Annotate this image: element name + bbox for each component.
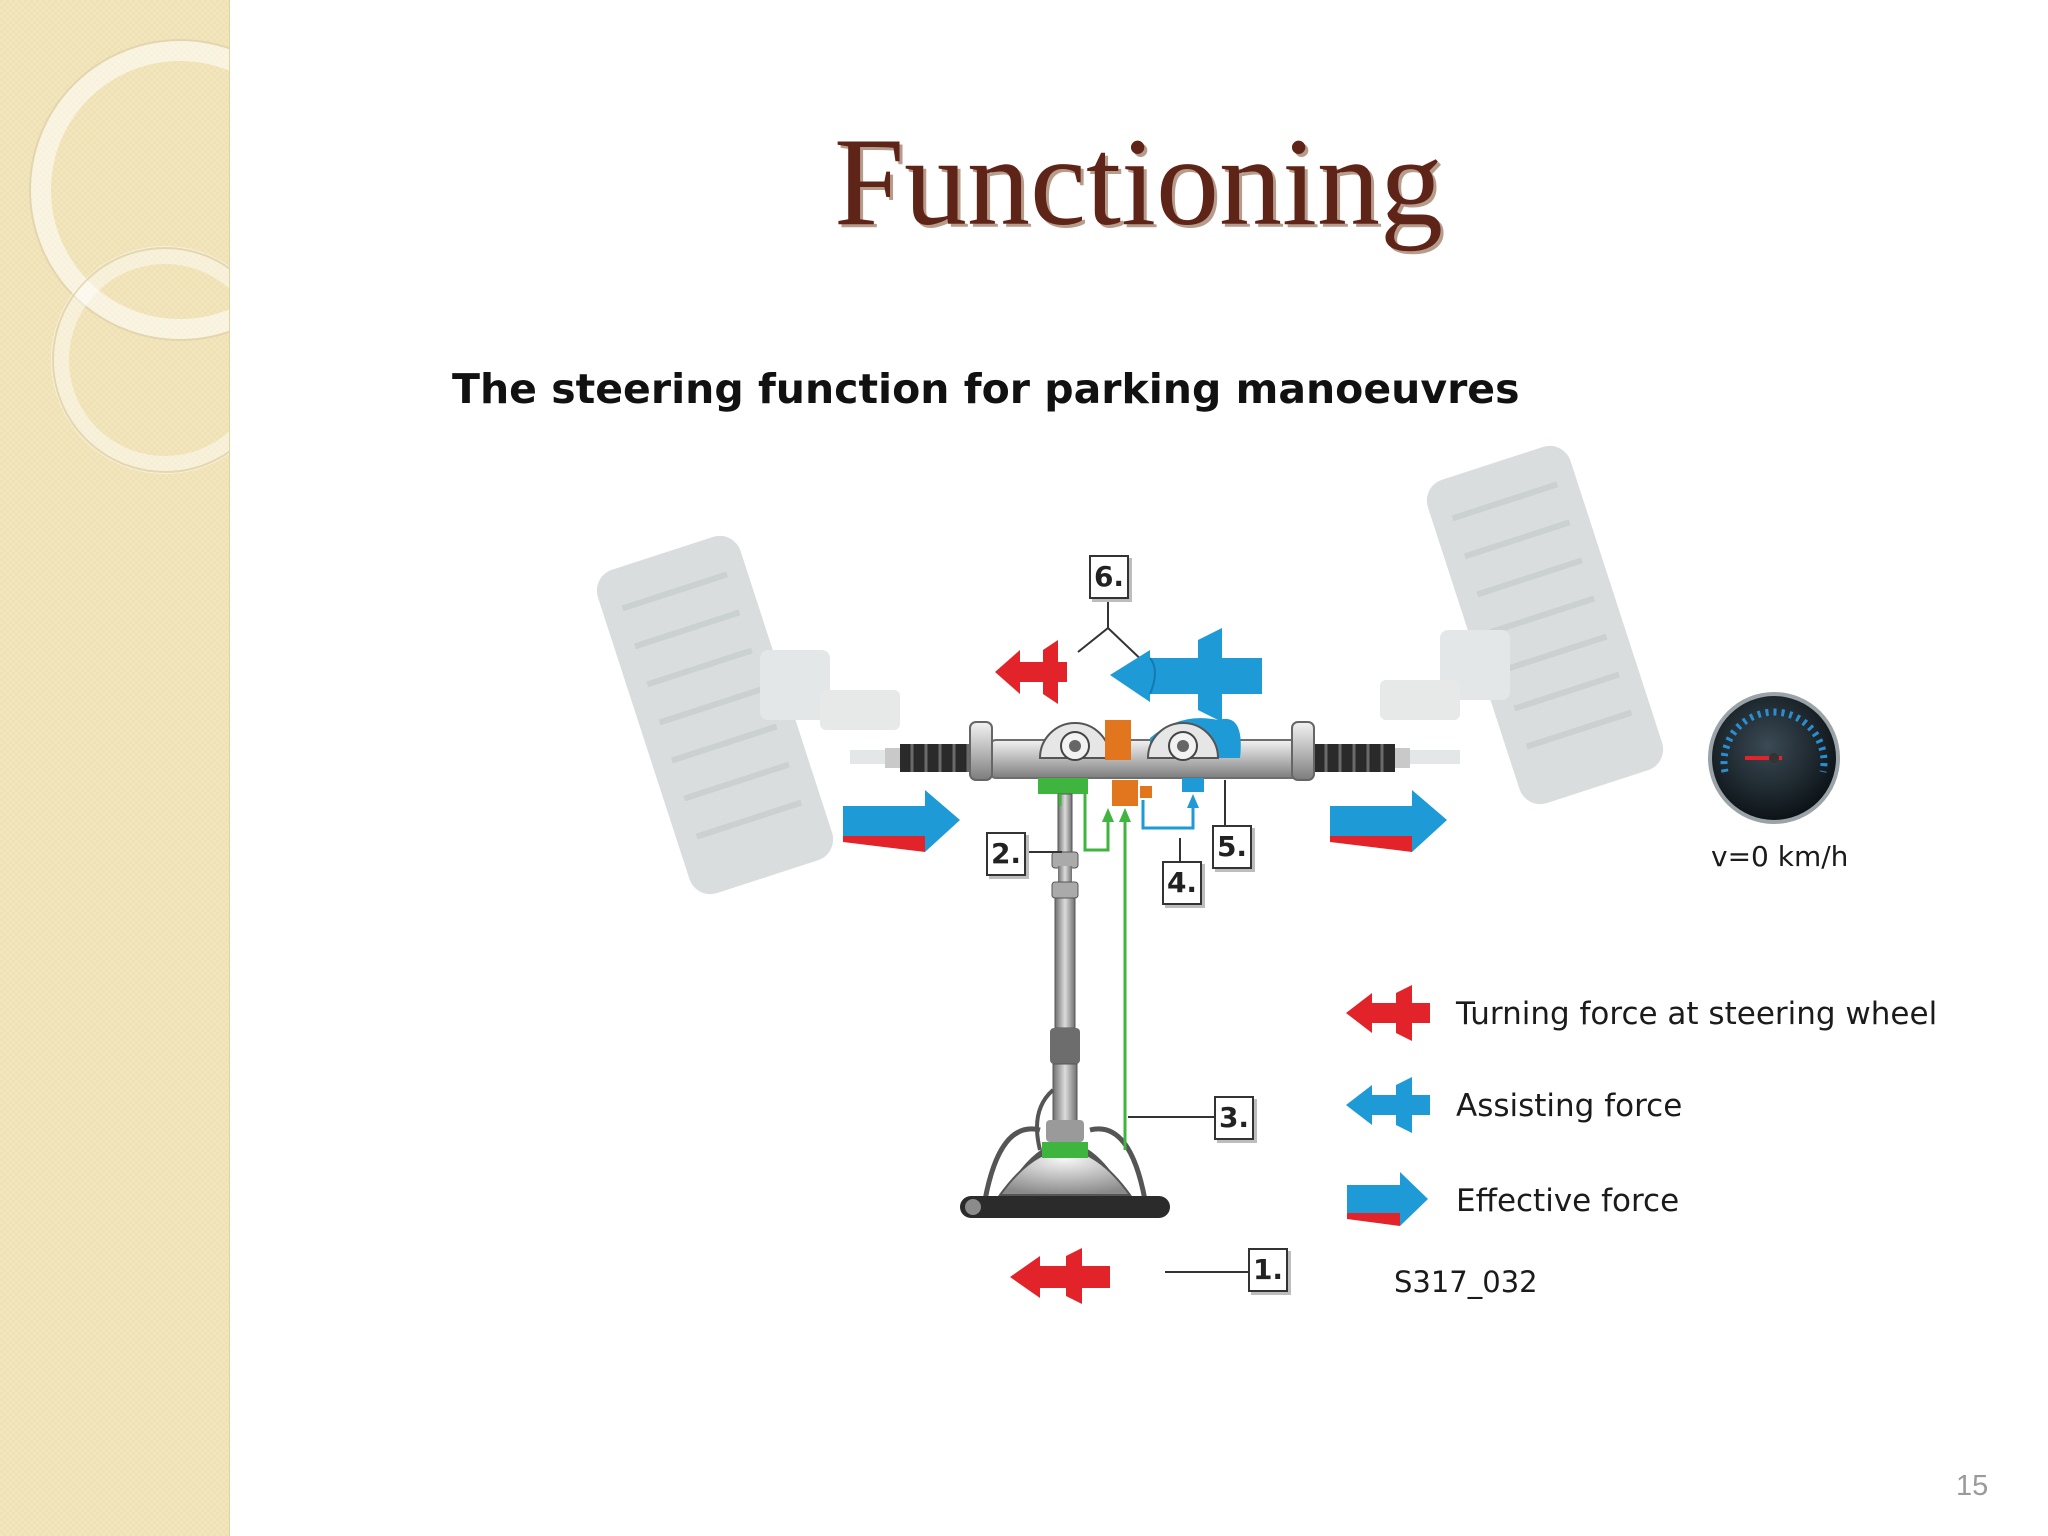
legend-effective-force-icon <box>1347 1172 1428 1226</box>
left-wheel <box>596 535 910 895</box>
steering-rack <box>885 718 1410 806</box>
callout-1: 1. <box>1248 1248 1288 1292</box>
figure-code: S317_032 <box>1394 1265 1538 1299</box>
decorative-rings <box>29 39 229 474</box>
callout-6: 6. <box>1089 555 1129 599</box>
effective-force-arrow-left <box>843 790 960 852</box>
diagram-heading: The steering function for parking manoeu… <box>452 365 1520 413</box>
steering-column <box>1035 793 1084 1151</box>
torque-signal-lines <box>1058 794 1131 1150</box>
callout-3: 3. <box>1214 1096 1254 1140</box>
callout-4: 4. <box>1162 861 1202 905</box>
slide-title: Functioning <box>833 113 1444 252</box>
callout-5: 5. <box>1212 825 1252 869</box>
legend-effective-force-label: Effective force <box>1456 1183 1680 1219</box>
speedometer-icon <box>1708 692 1840 824</box>
page-number: 15 <box>1956 1470 1989 1502</box>
speed-label: v=0 km/h <box>1711 840 1849 873</box>
legend-turning-force-icon <box>1346 985 1430 1041</box>
legend-assisting-force-icon <box>1346 1077 1430 1133</box>
steering-wheel <box>960 1126 1170 1218</box>
right-wheel <box>1370 445 1664 805</box>
motor-signal-line <box>1141 794 1199 830</box>
turning-force-arrow-top <box>995 640 1067 704</box>
effective-force-arrow-right <box>1330 790 1447 852</box>
callout-2: 2. <box>986 832 1026 876</box>
decorative-sidebar <box>0 0 230 1536</box>
assisting-force-arrow-top <box>1110 628 1262 722</box>
legend-turning-force-label: Turning force at steering wheel <box>1456 996 1938 1032</box>
callout-leader-lines <box>1026 598 1248 1273</box>
legend-assisting-force-label: Assisting force <box>1456 1088 1683 1124</box>
turning-force-arrow-bottom <box>1010 1248 1110 1304</box>
